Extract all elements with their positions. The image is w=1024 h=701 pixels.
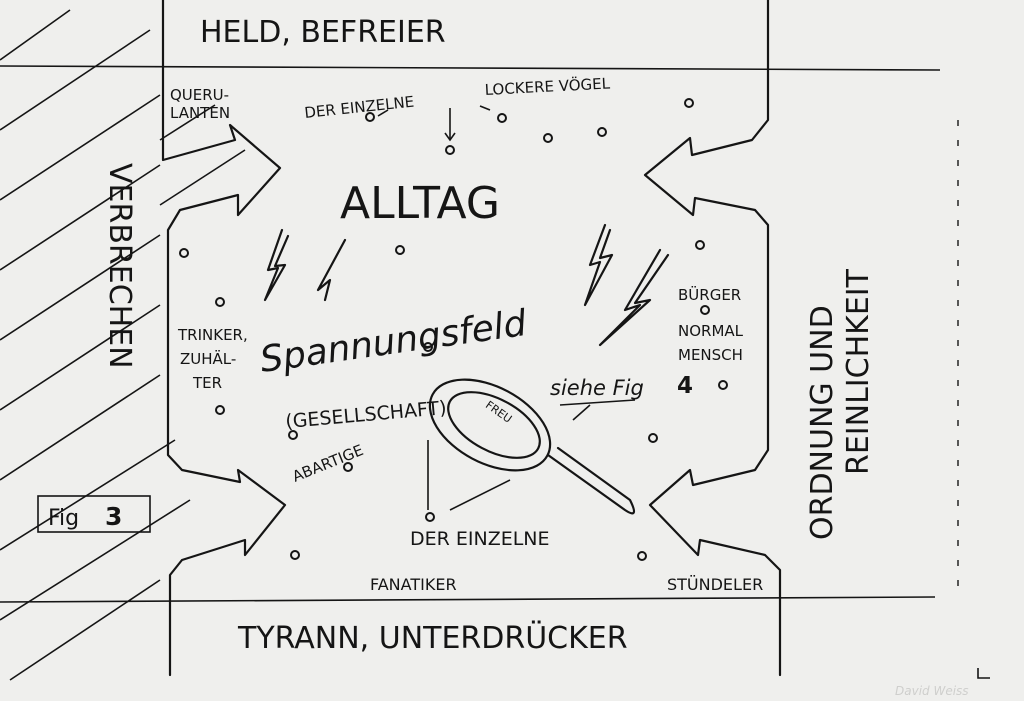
label-trinker-2: ZUHÄL- <box>180 349 236 368</box>
bottom-label: TYRANN, UNTERDRÜCKER <box>237 620 628 656</box>
magnifier-text: FREU <box>483 398 514 425</box>
label-abartige: ABARTIGE <box>290 441 366 486</box>
label-buerger-1: BÜRGER <box>678 285 741 304</box>
label-trinker-1: TRINKER, <box>177 326 248 344</box>
hatching-crime-zone <box>0 9 246 681</box>
label-querulanten-1: QUERU- <box>170 86 229 104</box>
label-fanatiker: FANATIKER <box>370 575 457 594</box>
fig-label: Fig <box>48 506 79 531</box>
right-label-2: REINLICHKEIT <box>841 268 876 475</box>
left-label: VERBRECHEN <box>102 163 137 369</box>
right-label-1: ORDNUNG UND <box>805 305 840 540</box>
society-label: (GESELLSCHAFT) <box>285 397 448 433</box>
field-label: Spannungsfeld <box>258 303 531 381</box>
magnifier-icon: FREU <box>427 378 636 515</box>
label-stuendeler: STÜNDELER <box>667 575 763 594</box>
artist-signature: David Weiss <box>895 684 969 698</box>
see-fig-number: 4 <box>677 373 693 399</box>
top-label: HELD, BEFREIER <box>200 15 446 50</box>
individual-dots <box>179 98 728 561</box>
label-einzelne-top: DER EINZELNE <box>304 93 415 122</box>
pointer-arrows <box>377 105 491 142</box>
label-einzelne-bottom: DER EINZELNE <box>410 528 550 550</box>
label-lockere-voegel: LOCKERE VÖGEL <box>484 73 611 99</box>
fig-number: 3 <box>105 502 122 531</box>
label-querulanten-2: LANTEN <box>170 104 230 122</box>
see-fig-label: siehe Fig <box>550 376 644 400</box>
bottom-divider <box>0 596 936 603</box>
society-field-outline <box>161 0 782 677</box>
label-trinker-3: TER <box>192 374 222 392</box>
fig-label-box <box>37 495 151 533</box>
corner-mark <box>977 668 990 679</box>
top-divider <box>0 65 941 71</box>
lightning-bolts <box>263 223 670 347</box>
center-title: ALLTAG <box>340 178 500 229</box>
label-buerger-3: MENSCH <box>678 346 743 364</box>
label-buerger-2: NORMAL <box>678 322 744 340</box>
